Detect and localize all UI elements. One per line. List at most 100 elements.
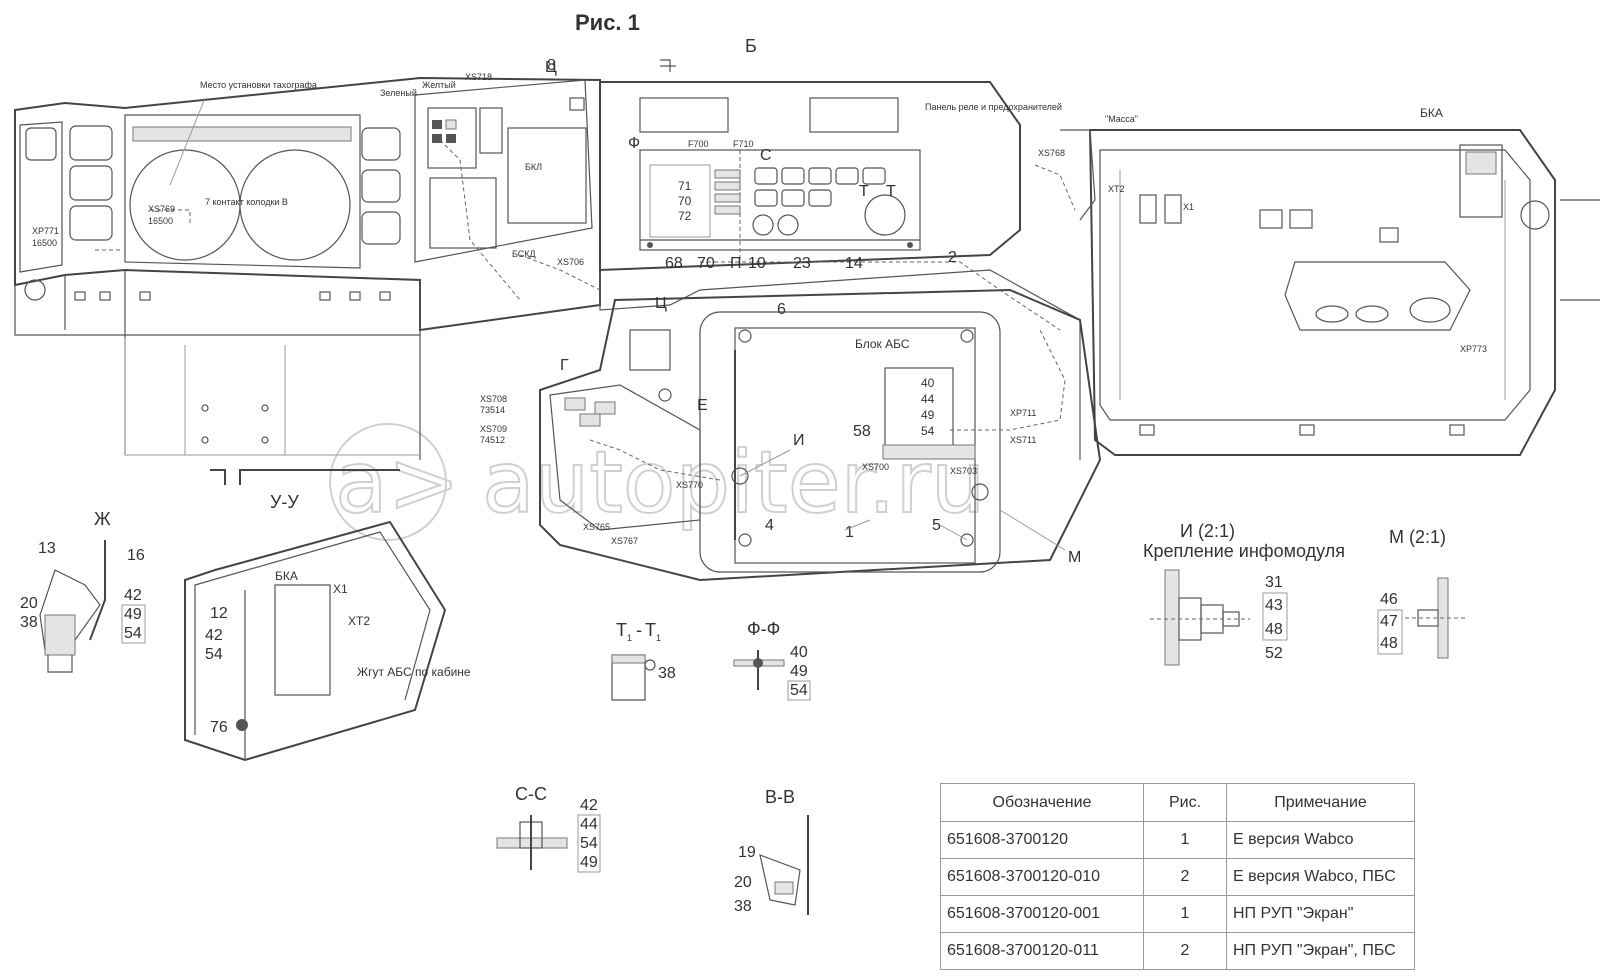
section-mark-f: Ф: [628, 135, 640, 152]
right-panel: [1034, 129, 1600, 456]
detail-uu: У-У БКА X1 XT2 12 42 54 Жгут АБС по каби…: [184, 492, 471, 762]
detail-cc-49: 49: [580, 854, 598, 871]
detail-m21-48: 48: [1380, 635, 1398, 652]
cell-note: НП РУП "Экран", ПБС: [1226, 932, 1415, 970]
table-row: 651608-3700120-001 1 НП РУП "Экран": [940, 895, 1415, 933]
callout-p: П: [730, 255, 742, 272]
abs-console: [539, 288, 1102, 582]
callout-70a: 70: [678, 194, 692, 208]
detail-cc-44: 44: [580, 816, 598, 833]
detail-cc-54: 54: [580, 835, 598, 852]
detail-i21-43: 43: [1265, 597, 1283, 614]
label-16500-a: 16500: [148, 216, 173, 226]
detail-cc-42: 42: [580, 797, 598, 814]
detail-vv-19: 19: [738, 844, 756, 861]
cell-designation: 651608-3700120-011: [940, 932, 1144, 970]
label-contact-7: 7 контакт колодки В: [205, 197, 288, 207]
label-74512: 74512: [480, 435, 505, 445]
detail-t1: Т 1 - Т 1 38: [611, 620, 676, 701]
callout-5: 5: [932, 517, 941, 534]
detail-uu-12: 12: [210, 605, 228, 622]
detail-uu-xt2: XT2: [348, 614, 370, 628]
label-xs765: XS765: [583, 522, 610, 532]
detail-vv-title: В-В: [765, 787, 795, 807]
cell-note: Е версия Wabco: [1226, 821, 1415, 859]
callout-49: 49: [921, 408, 935, 422]
callout-68: 68: [665, 255, 683, 272]
callout-10: 10: [748, 255, 766, 272]
detail-t1-sub-a: 1: [627, 633, 632, 643]
callout-14: 14: [845, 255, 863, 272]
callout-23: 23: [793, 255, 811, 272]
detail-zh-13: 13: [38, 540, 56, 557]
label-x1: X1: [1183, 202, 1194, 212]
label-xs718: XS718: [465, 72, 492, 82]
callout-8: 8: [547, 57, 556, 74]
detail-zh-42: 42: [124, 587, 142, 604]
detail-m21: М (2:1) 46 47 48: [1377, 527, 1465, 659]
detail-uu-42: 42: [205, 627, 223, 644]
table-row: 651608-3700120 1 Е версия Wabco: [940, 821, 1415, 859]
detail-i21-48: 48: [1265, 621, 1283, 638]
label-xp711: XP711: [1010, 408, 1036, 418]
detail-vv-20: 20: [734, 874, 752, 891]
detail-cc-title: С-С: [515, 784, 547, 804]
detail-m21-46: 46: [1380, 591, 1398, 608]
label-xp773: XP773: [1460, 344, 1487, 354]
detail-uu-x1: X1: [333, 582, 348, 596]
detail-uu-54: 54: [205, 646, 223, 663]
cell-figure: 1: [1143, 895, 1227, 933]
detail-uu-title: У-У: [270, 492, 299, 512]
label-xs770: XS770: [676, 480, 703, 490]
detail-ff-54: 54: [790, 682, 808, 699]
label-bskd: БСКД: [512, 249, 536, 259]
callout-1: 1: [845, 524, 854, 541]
section-mark-m: М: [1068, 549, 1081, 566]
label-xs700: XS700: [862, 462, 889, 472]
label-xs703: XS703: [950, 466, 977, 476]
main-callouts: Ц Б Ф С Ц Г Е И М Т Т 8 71 70 72 68 70 П…: [545, 36, 1081, 566]
detail-ff-40: 40: [790, 644, 808, 661]
section-mark-t1-right: Т: [886, 183, 896, 200]
section-mark-ts-top: Ц: [545, 59, 557, 76]
detail-uu-harness: Жгут АБС по кабине: [357, 665, 471, 679]
detail-i21-31: 31: [1265, 574, 1283, 591]
label-abs-block: Блок АБС: [855, 337, 910, 351]
section-mark-e: Е: [697, 397, 708, 414]
section-mark-ts-bottom: Ц: [655, 295, 667, 312]
detail-m21-title: М (2:1): [1389, 527, 1446, 547]
callout-54: 54: [921, 424, 935, 438]
label-massa: "Масса": [1105, 114, 1138, 124]
label-f700: F700: [688, 139, 709, 149]
label-73514: 73514: [480, 405, 505, 415]
column-header-figure: Рис.: [1143, 783, 1227, 822]
detail-t1-title-a: Т: [616, 620, 627, 640]
detail-zh-49: 49: [124, 606, 142, 623]
main-text-labels: Место установки тахографа Зеленый Желтый…: [32, 72, 1487, 546]
callout-2: 2: [948, 249, 957, 266]
cell-designation: 651608-3700120-010: [940, 858, 1144, 896]
callout-70b: 70: [697, 255, 715, 272]
label-xt2: XT2: [1108, 184, 1125, 194]
detail-zh: Ж 13 16 20 38 42 49 54: [20, 509, 146, 673]
cell-figure: 1: [1143, 821, 1227, 859]
callout-71: 71: [678, 179, 692, 193]
section-mark-b: Б: [745, 36, 757, 56]
detail-zh-54: 54: [124, 625, 142, 642]
relay-panel-center: [599, 81, 1081, 460]
detail-cc: С-С 42 44 54 49: [496, 784, 601, 873]
callout-4: 4: [765, 517, 774, 534]
detail-uu-bka: БКА: [275, 569, 298, 583]
cell-figure: 2: [1143, 932, 1227, 970]
cell-note: Е версия Wabco, ПБС: [1226, 858, 1415, 896]
label-xs708: XS708: [480, 394, 507, 404]
detail-i21-subtitle: Крепление инфомодуля: [1143, 541, 1345, 561]
detail-vv-38: 38: [734, 898, 752, 915]
detail-m21-47: 47: [1380, 613, 1398, 630]
label-bkl: БКЛ: [525, 162, 542, 172]
detail-zh-title: Ж: [94, 509, 111, 529]
label-xs769: XS769: [148, 204, 175, 214]
watermark-mark: a>: [335, 433, 460, 533]
